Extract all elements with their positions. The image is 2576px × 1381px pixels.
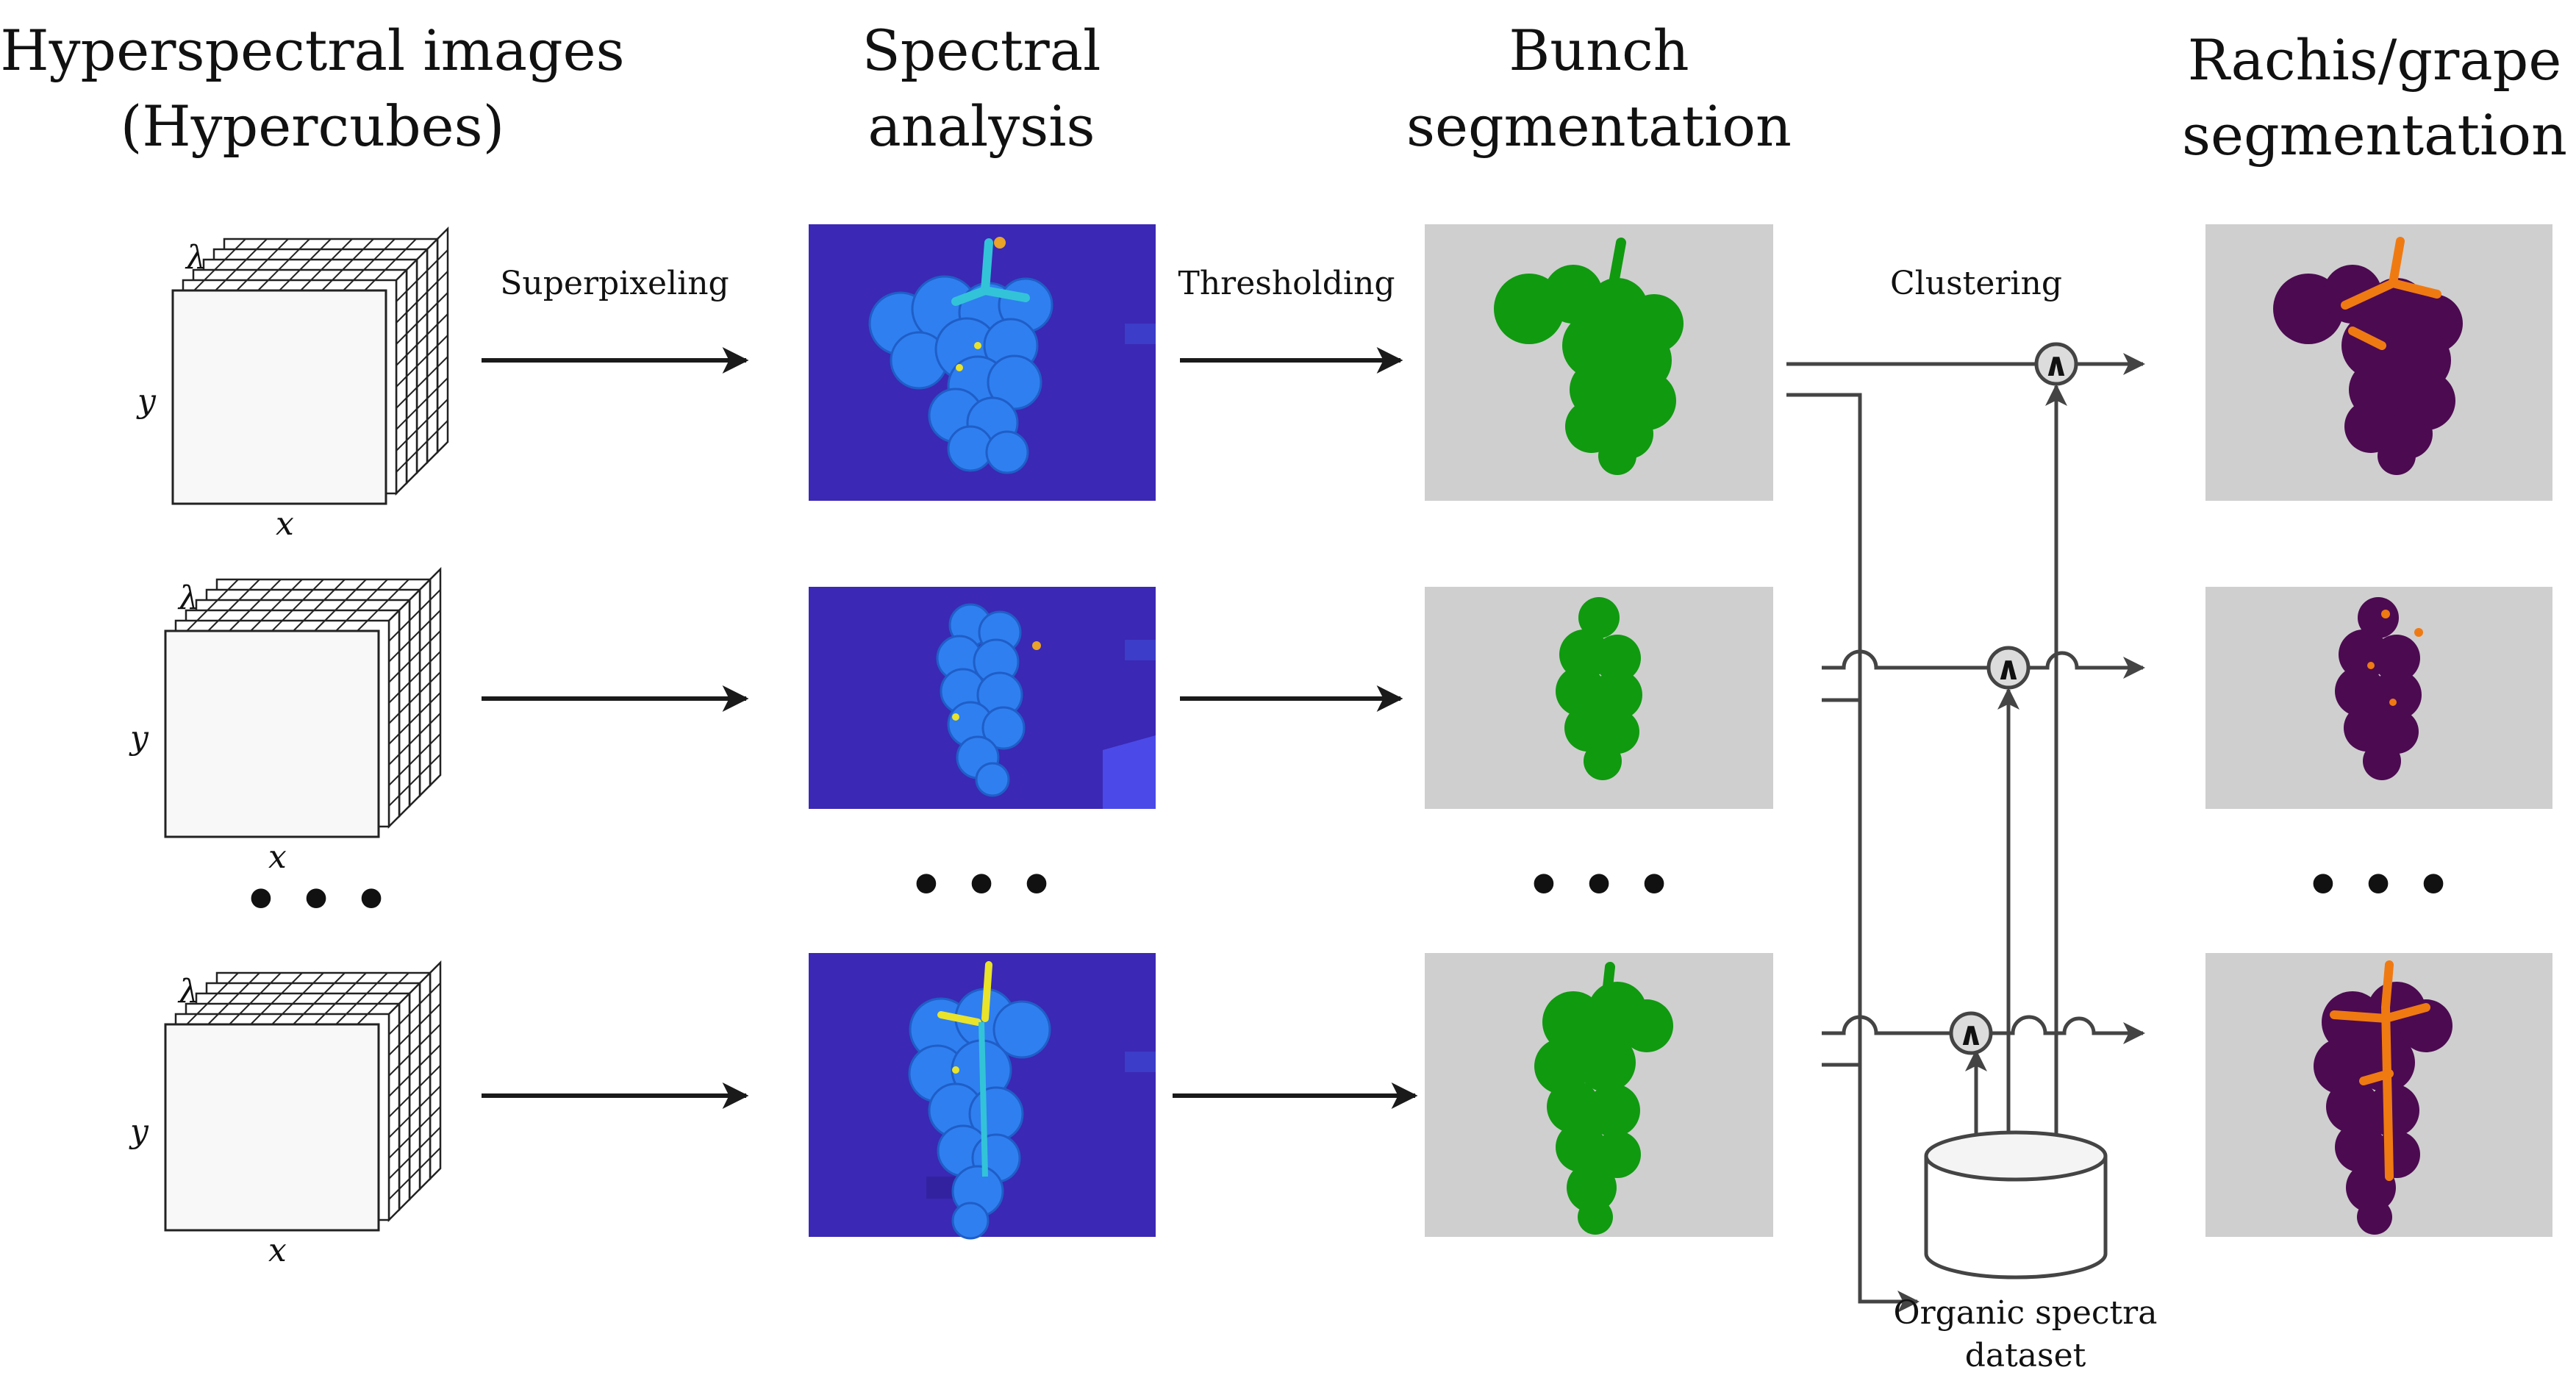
bunch-mask-2 xyxy=(1556,597,1642,780)
dataset-label-line1: Organic spectra xyxy=(1894,1294,2158,1332)
stage-label-clustering: Clustering xyxy=(1890,265,2062,302)
berry-mask-2 xyxy=(2335,597,2422,780)
bunch-panel-2 xyxy=(1425,587,1773,809)
axis-x-3: x xyxy=(268,1232,287,1269)
axis-y-1: y xyxy=(136,382,157,420)
axis-y-3: y xyxy=(129,1113,149,1150)
hypercube-top-grid-3 xyxy=(186,972,409,1025)
stage-arrows xyxy=(482,347,1418,1109)
axis-x-1: x xyxy=(276,505,294,543)
and-symbol-2: ∧ xyxy=(1995,650,2022,688)
spectral-panel-1 xyxy=(809,224,1156,501)
rachis-panel-3 xyxy=(2205,953,2552,1237)
spectral-bunch-2 xyxy=(936,603,1026,797)
and-node-2: ∧ xyxy=(1986,646,2031,690)
ellipsis-rachis: • • • xyxy=(2305,852,2452,918)
rachis-mask-3 xyxy=(2330,960,2430,1181)
axis-lambda-2: λ xyxy=(177,579,199,617)
bunch-mask-3 xyxy=(1534,962,1673,1235)
berry-mask-1 xyxy=(2273,265,2463,475)
and-node-3: ∧ xyxy=(1949,1011,1993,1055)
spectral-panel-3 xyxy=(809,953,1156,1240)
column-title-bunch-line2: segmentation xyxy=(1406,93,1792,159)
bunch-mask-1 xyxy=(1494,238,1684,475)
column-title-rachis-line1: Rachis/grape xyxy=(2188,27,2562,93)
hypercube-group: λ y x λ y x λ y x xyxy=(129,226,449,1269)
axis-x-2: x xyxy=(268,838,287,876)
stage-label-superpixeling: Superpixeling xyxy=(500,265,729,302)
stage-label-thresholding: Thresholding xyxy=(1178,265,1395,302)
rachis-mask-1 xyxy=(2341,237,2441,350)
ellipsis-spectral: • • • xyxy=(909,852,1055,918)
rachis-mask-2 xyxy=(2367,610,2423,706)
rachis-panel-2 xyxy=(2205,587,2552,809)
dataset-label-line2: dataset xyxy=(1965,1337,2086,1374)
ellipsis-bunch: • • • xyxy=(1526,852,1672,918)
bunch-panel-1 xyxy=(1425,224,1773,501)
column-title-hypercubes-line1: Hyperspectral images xyxy=(0,18,624,83)
hypercube-3: λ y x xyxy=(129,960,442,1269)
hypercube-top-grid-2 xyxy=(186,579,409,632)
hypercube-top-grid-1 xyxy=(193,238,417,291)
column-title-rachis-line2: segmentation xyxy=(2182,102,2567,168)
and-symbol-3: ∧ xyxy=(1958,1016,1984,1053)
column-title-hypercubes-line2: (Hypercubes) xyxy=(121,93,505,159)
hypercube-1: λ y x xyxy=(136,226,449,543)
column-title-spectral-line1: Spectral xyxy=(862,18,1101,83)
clustering-network xyxy=(1786,353,2145,1313)
bunch-panel-3 xyxy=(1425,953,1773,1237)
and-node-1: ∧ xyxy=(2034,342,2078,386)
ellipsis-hypercubes: • • • xyxy=(243,867,390,932)
axis-lambda-3: λ xyxy=(177,973,199,1010)
axis-y-2: y xyxy=(129,719,149,757)
spectral-panel-2 xyxy=(809,587,1156,809)
column-title-spectral-line2: analysis xyxy=(867,93,1095,159)
organic-spectra-dataset-icon xyxy=(1924,1130,2108,1280)
axis-lambda-1: λ xyxy=(185,239,207,276)
and-symbol-1: ∧ xyxy=(2043,346,2069,384)
column-title-bunch-line1: Bunch xyxy=(1509,18,1689,83)
rachis-panel-1 xyxy=(2205,224,2552,501)
hypercube-2: λ y x xyxy=(129,566,442,876)
